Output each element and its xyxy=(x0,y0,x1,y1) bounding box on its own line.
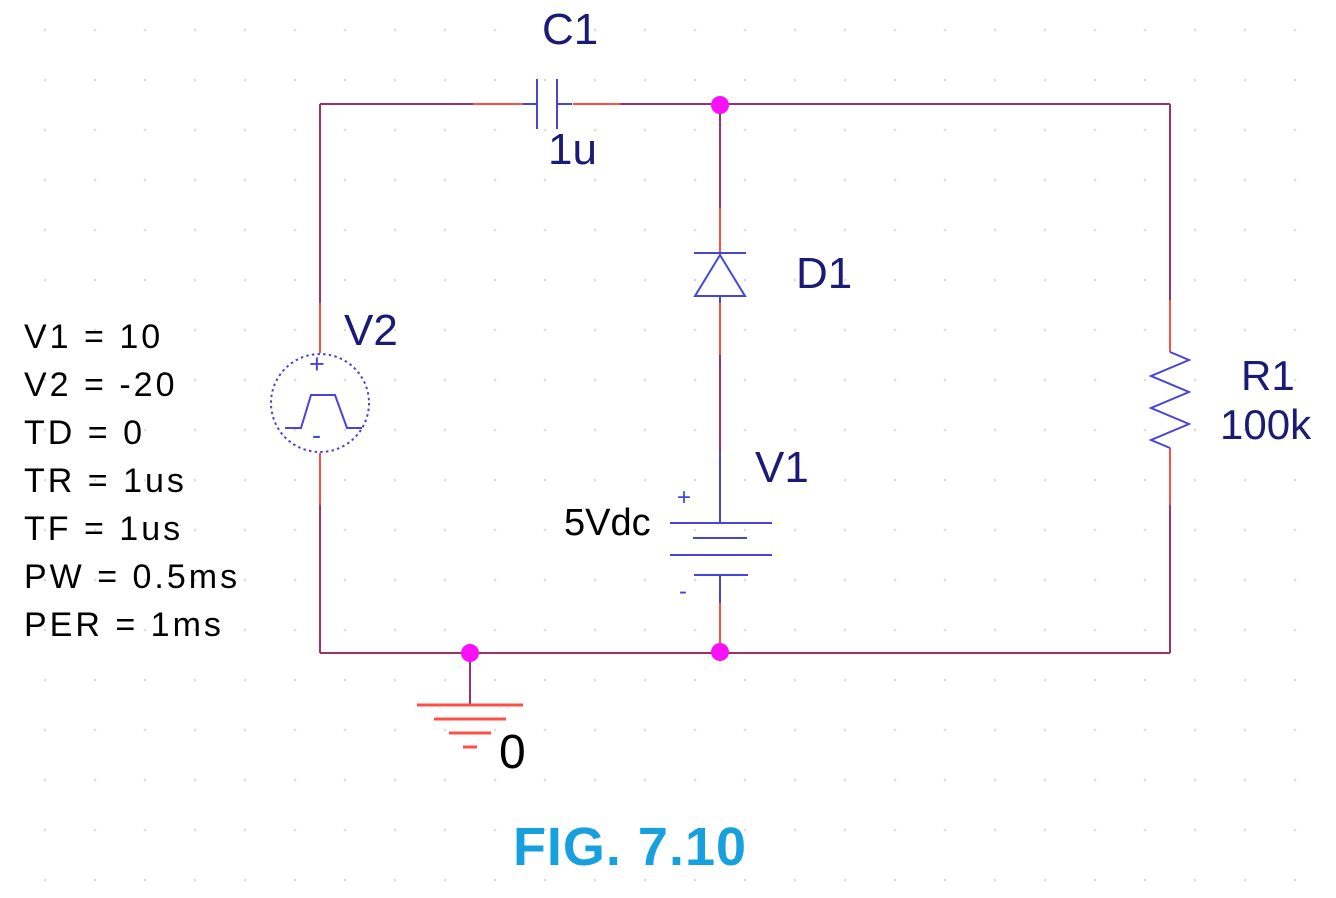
pulse-source-ref-label[interactable]: V2 xyxy=(344,306,398,355)
ground-symbol[interactable] xyxy=(417,703,523,749)
diode-triangle xyxy=(693,253,747,297)
resistor-symbol[interactable] xyxy=(1148,351,1192,449)
pulse-param-line[interactable]: V1 = 10 xyxy=(24,318,164,356)
pulse-source-symbol[interactable] xyxy=(270,353,370,453)
resistor-zigzag xyxy=(1148,351,1192,449)
resistor-ref-label[interactable]: R1 xyxy=(1241,352,1295,399)
ground-net-label[interactable]: 0 xyxy=(499,726,526,779)
dc-source-symbol[interactable] xyxy=(670,452,772,603)
junction-dot-battery xyxy=(711,643,729,661)
pulse-waveform xyxy=(285,394,362,429)
dc-source-value-label[interactable]: 5Vdc xyxy=(564,502,651,544)
capacitor-value-label[interactable]: 1u xyxy=(548,125,597,174)
dc-source-ref-label[interactable]: V1 xyxy=(755,443,809,492)
pulse-source-minus-sign: - xyxy=(312,420,321,450)
dc-source-plus-sign: + xyxy=(677,484,692,511)
pulse-param-line[interactable]: PW = 0.5ms xyxy=(24,558,241,596)
pulse-source-circle xyxy=(270,353,370,453)
capacitor-symbol[interactable] xyxy=(523,79,572,129)
pulse-param-line[interactable]: V2 = -20 xyxy=(24,366,178,404)
pulse-param-line[interactable]: TD = 0 xyxy=(24,414,145,452)
diode-symbol[interactable] xyxy=(693,252,747,303)
pulse-param-line[interactable]: PER = 1ms xyxy=(24,606,224,644)
junction-dot-top xyxy=(711,96,729,114)
pulse-param-line[interactable]: TR = 1us xyxy=(24,462,187,500)
junction-dot-ground xyxy=(461,644,479,662)
wires xyxy=(319,103,1171,705)
capacitor-ref-label[interactable]: C1 xyxy=(542,5,599,54)
pulse-source-parameter-list: V1 = 10 V2 = -20 TD = 0 TR = 1us TF = 1u… xyxy=(24,313,240,649)
pulse-source-plus-sign: + xyxy=(309,349,325,379)
dc-source-minus-sign: - xyxy=(679,578,687,605)
figure-caption: FIG. 7.10 xyxy=(512,817,748,877)
pulse-param-line[interactable]: TF = 1us xyxy=(24,510,184,548)
pins xyxy=(319,103,1171,648)
diode-ref-label[interactable]: D1 xyxy=(796,249,853,298)
resistor-value-label[interactable]: 100k xyxy=(1220,401,1312,448)
